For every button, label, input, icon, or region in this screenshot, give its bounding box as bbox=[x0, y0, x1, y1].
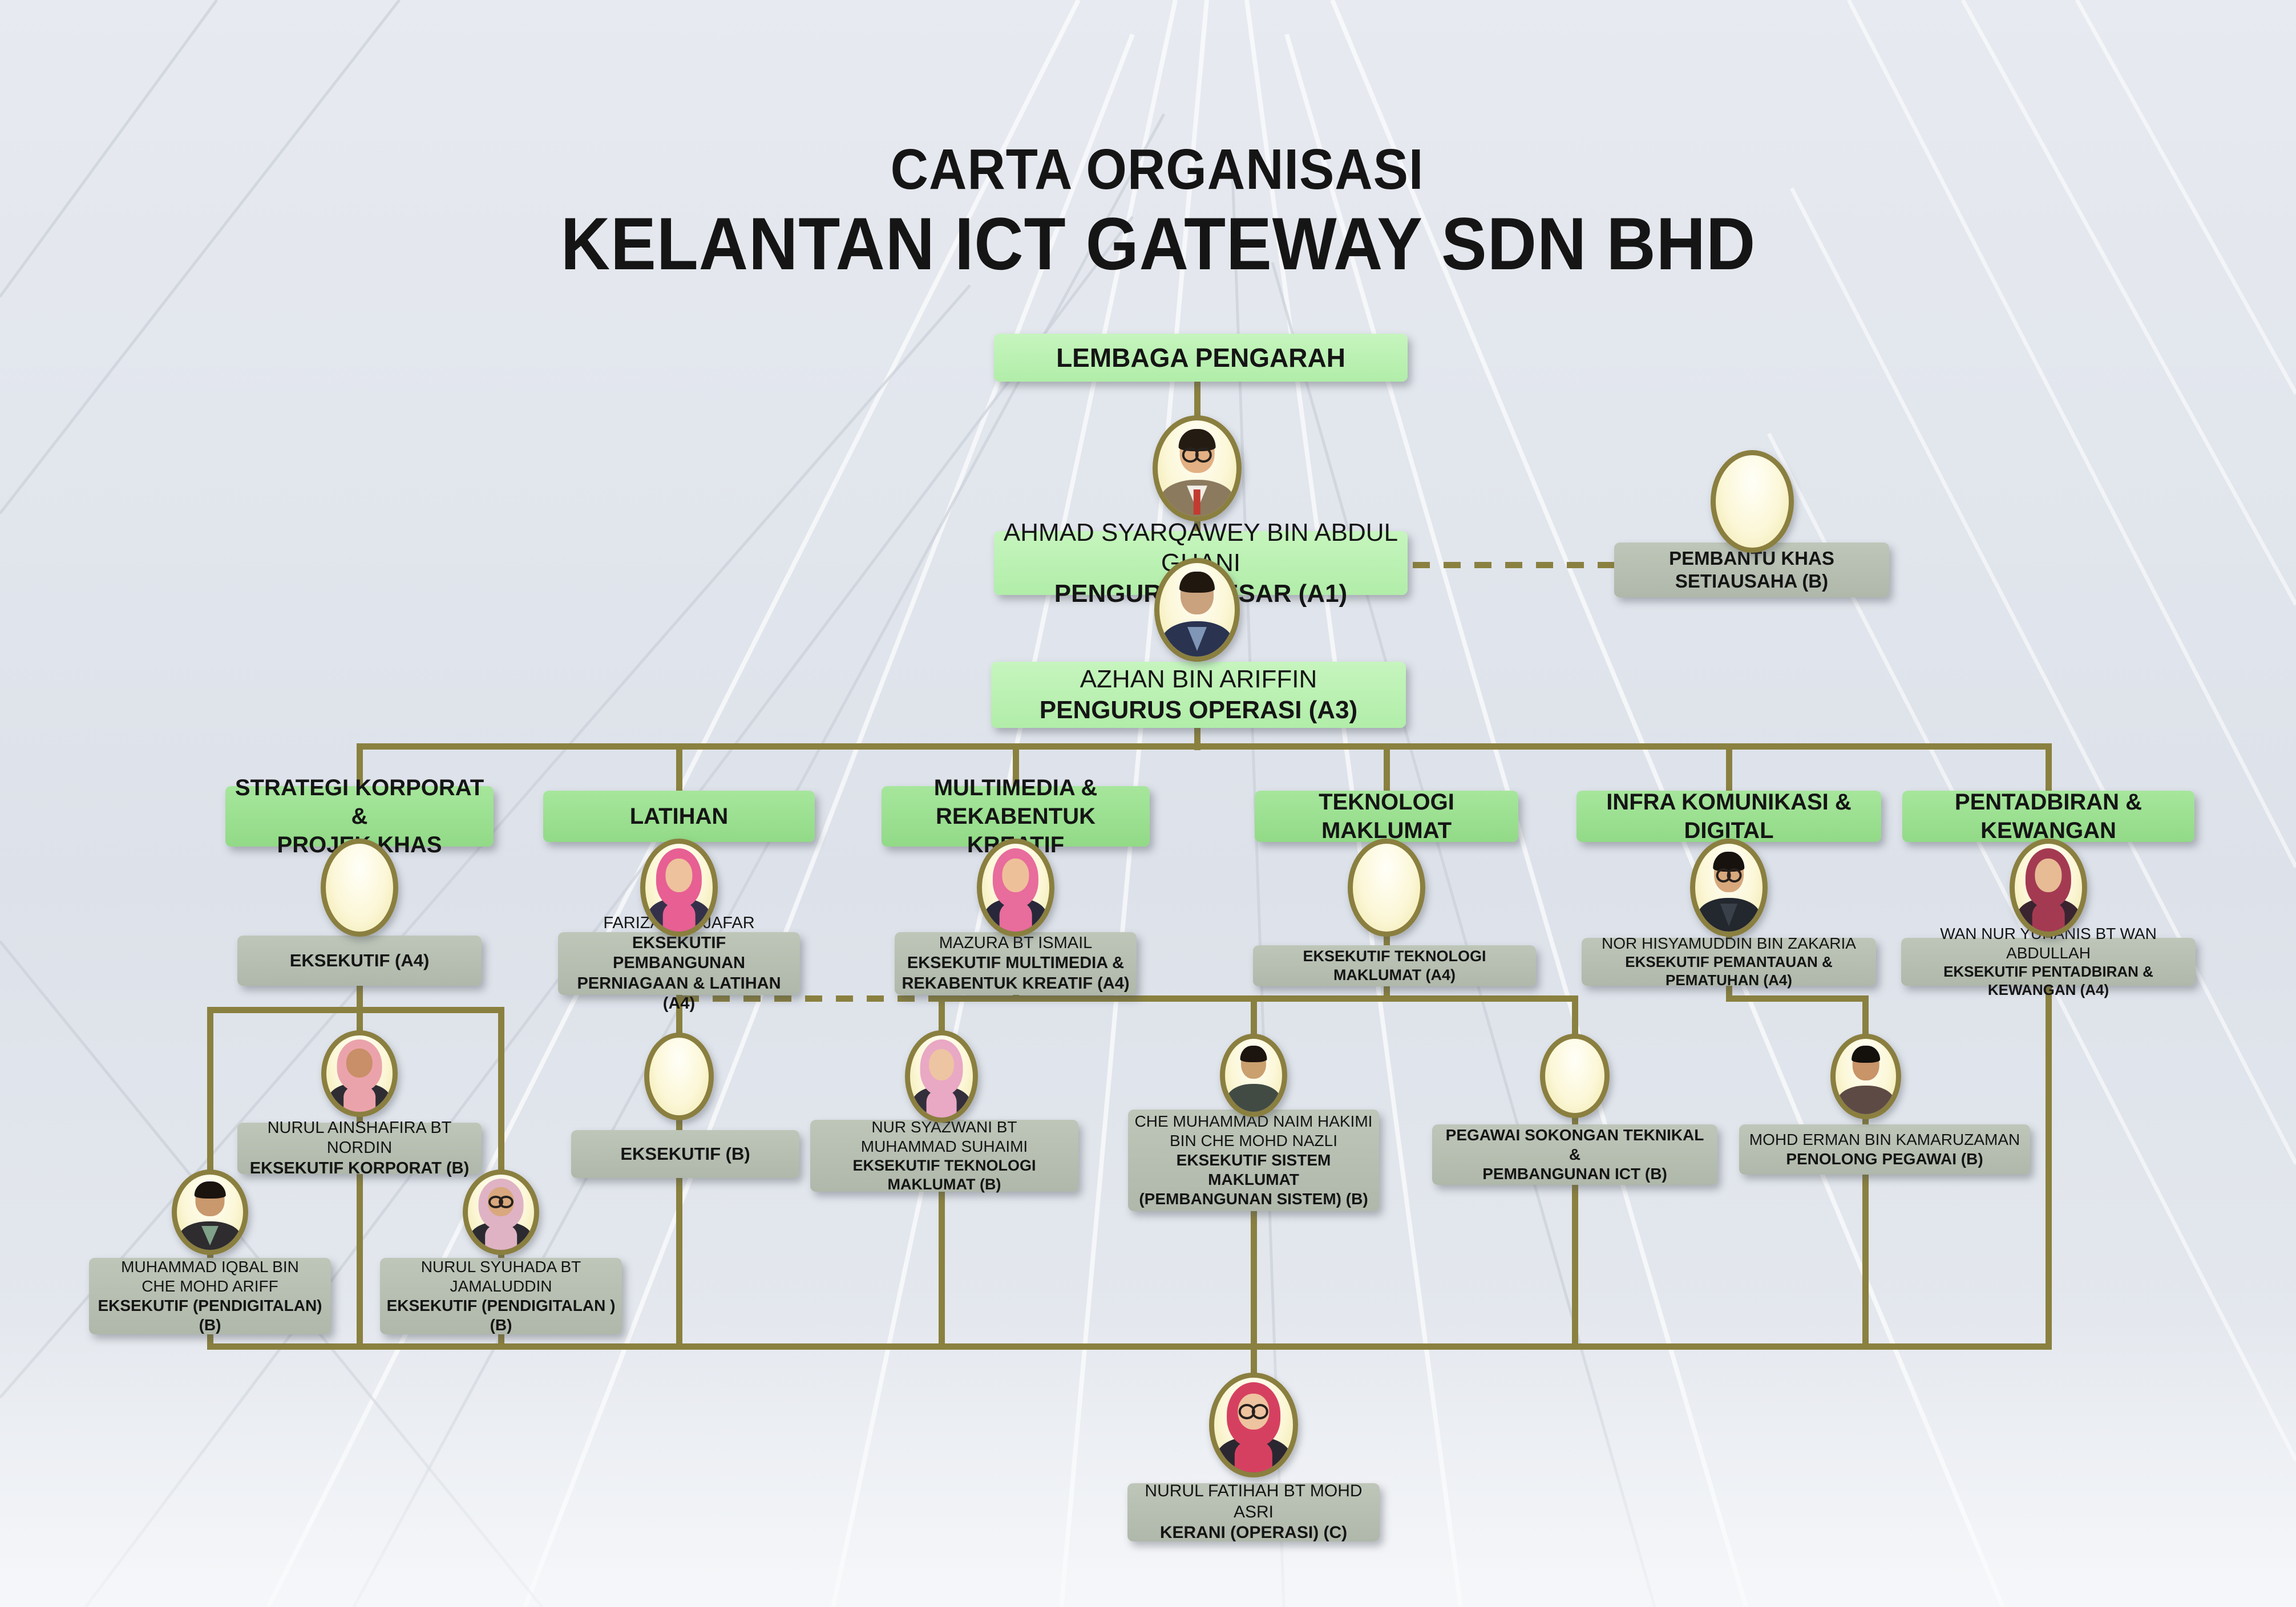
syuhada-box: NURUL SYUHADA BT JAMALUDDIN EKSEKUTIF (P… bbox=[380, 1258, 622, 1334]
connector-line bbox=[1726, 743, 1732, 792]
hisyamuddin-box: NOR HISYAMUDDIN BIN ZAKARIA EKSEKUTIF PE… bbox=[1582, 934, 1876, 989]
syazwani-box: NUR SYAZWANI BT MUHAMMAD SUHAIMI EKSEKUT… bbox=[810, 1118, 1078, 1193]
connector-line bbox=[357, 743, 2052, 750]
dept-strategi-korporat-box: STRATEGI KORPORAT & PROJEK KHAS bbox=[225, 775, 494, 857]
teknologi-eksekutif-a4-box: EKSEKUTIF TEKNOLOGI MAKLUMAT (A4) bbox=[1253, 945, 1536, 986]
connector-line bbox=[1194, 380, 1200, 665]
assistant-vacant-circle bbox=[1711, 450, 1794, 553]
connector-line bbox=[676, 743, 682, 792]
farizan-photo bbox=[640, 839, 718, 937]
operations-manager-box: AZHAN BIN ARIFFIN PENGURUS OPERASI (A3) bbox=[991, 662, 1406, 728]
connector-line bbox=[357, 743, 363, 792]
ainshafira-photo bbox=[321, 1030, 398, 1117]
syuhada-photo bbox=[463, 1169, 539, 1255]
connector-line bbox=[207, 1007, 504, 1013]
connector-line bbox=[939, 995, 1578, 1002]
fatihah-photo bbox=[1209, 1373, 1298, 1478]
connector-line bbox=[1726, 995, 1869, 1002]
pegawai-sokongan-box: PEGAWAI SOKONGAN TEKNIKAL & PEMBANGUNAN … bbox=[1432, 1124, 1717, 1185]
gm-photo bbox=[1153, 415, 1242, 521]
connector-line bbox=[1013, 743, 1019, 792]
dept-pentadbiran-kewangan-box: PENTADBIRAN & KEWANGAN bbox=[1902, 790, 2194, 843]
connector-line bbox=[1194, 727, 1200, 750]
mazura-box: MAZURA BT ISMAIL EKSEKUTIF MULTIMEDIA & … bbox=[895, 932, 1137, 995]
naim-box: CHE MUHAMMAD NAIM HAKIMI BIN CHE MOHD NA… bbox=[1128, 1110, 1379, 1211]
yuhanis-photo bbox=[2010, 839, 2087, 937]
syazwani-photo bbox=[905, 1030, 978, 1123]
dept-multimedia-box: MULTIMEDIA & REKABENTUK KREATIF bbox=[882, 775, 1150, 857]
hisyamuddin-photo bbox=[1690, 839, 1768, 937]
background-haze bbox=[0, 1310, 2296, 1607]
connector-line bbox=[2046, 743, 2052, 792]
erman-box: MOHD ERMAN BIN KAMARUZAMAN PENOLONG PEGA… bbox=[1739, 1124, 2030, 1175]
latihan-eksekutif-b-box: EKSEKUTIF (B) bbox=[571, 1130, 799, 1178]
fatihah-box: NURUL FATIHAH BT MOHD ASRI KERANI (OPERA… bbox=[1127, 1481, 1380, 1542]
mazura-photo bbox=[977, 839, 1054, 937]
company-title: KELANTAN ICT GATEWAY SDN BHD bbox=[560, 202, 1756, 285]
erman-photo bbox=[1830, 1034, 1901, 1119]
dashed-connector-line bbox=[682, 995, 939, 1002]
yuhanis-box: WAN NUR YUHANIS BT WAN ABDULLAH EKSEKUTI… bbox=[1901, 925, 2196, 998]
naim-photo bbox=[1220, 1034, 1287, 1117]
dept-latihan-box: LATIHAN bbox=[543, 791, 815, 842]
iqbal-box: MUHAMMAD IQBAL BIN CHE MOHD ARIFF EKSEKU… bbox=[89, 1258, 331, 1334]
latihan-vacant-circle bbox=[644, 1033, 714, 1120]
board-box: LEMBAGA PENGARAH bbox=[994, 334, 1408, 382]
ainshafira-box: NURUL AINSHAFIRA BT NORDIN EKSEKUTIF KOR… bbox=[237, 1119, 482, 1177]
dept-teknologi-maklumat-box: TEKNOLOGI MAKLUMAT bbox=[1255, 790, 1518, 843]
pegawai-vacant-circle bbox=[1540, 1034, 1610, 1118]
connector-line bbox=[1384, 743, 1390, 792]
farizan-box: FARIZAN BT JAFAR EKSEKUTIF PEMBANGUNAN P… bbox=[558, 914, 800, 1013]
connector-line bbox=[207, 1343, 2052, 1350]
connector-line bbox=[2046, 839, 2052, 1349]
page-title: CARTA ORGANISASI bbox=[890, 137, 1424, 201]
strategi-vacant-circle bbox=[321, 839, 398, 937]
dept-infra-komunikasi-box: INFRA KOMUNIKASI & DIGITAL bbox=[1577, 790, 1881, 843]
strategi-eksekutif-a4-box: EKSEKUTIF (A4) bbox=[237, 936, 482, 986]
teknologi-vacant-circle bbox=[1348, 839, 1425, 937]
iqbal-photo bbox=[172, 1169, 248, 1255]
ops-manager-photo bbox=[1154, 558, 1240, 662]
